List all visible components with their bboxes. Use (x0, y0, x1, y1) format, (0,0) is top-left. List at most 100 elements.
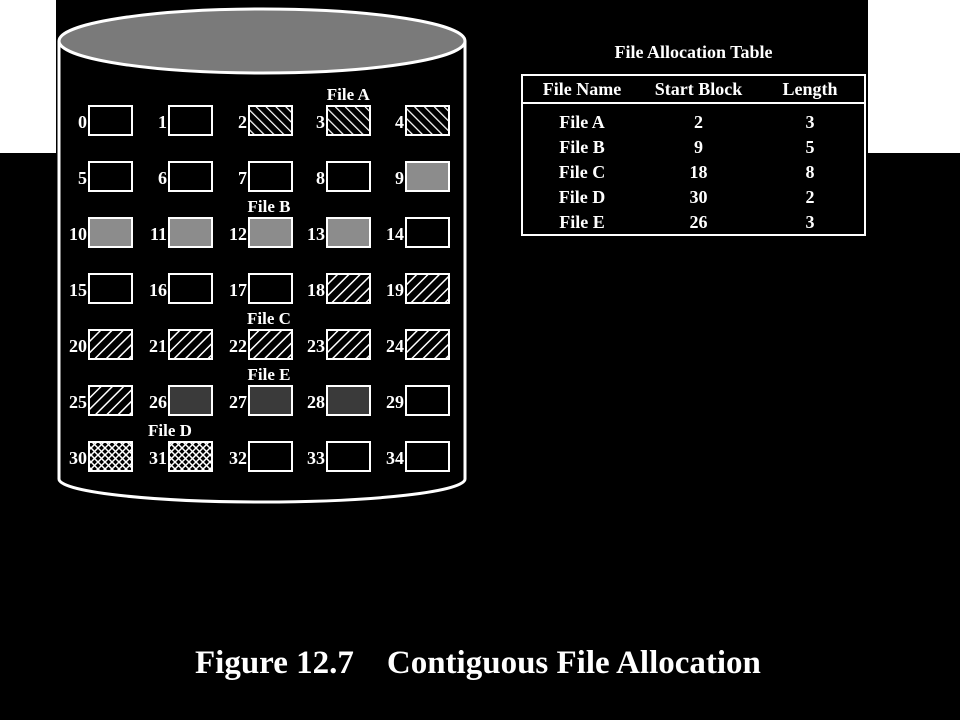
disk-block-number: 20 (69, 336, 87, 356)
fat-cell-start: 26 (689, 212, 708, 232)
fat-header-start: Start Block (654, 78, 743, 99)
fat-header-name: File Name (542, 78, 622, 99)
file-allocation-table: File Name Start Block Length File A 2 3 … (521, 74, 866, 236)
disk-block (168, 385, 213, 416)
disk-block (88, 217, 133, 248)
disk-block (326, 329, 371, 360)
disk-cylinder (57, 7, 467, 504)
disk-block-number: 7 (238, 168, 247, 188)
fat-cell-length: 3 (805, 112, 815, 132)
disk-block (168, 161, 213, 192)
slide-right-strip (868, 0, 960, 153)
disk-block (326, 441, 371, 472)
fat-row: File A 2 3 (523, 110, 864, 135)
fat-cell-name: File A (559, 112, 605, 132)
disk-block-number: 6 (158, 168, 167, 188)
disk-block-number: 13 (307, 224, 325, 244)
file-label: File D (148, 421, 192, 440)
disk-block-number: 2 (238, 112, 247, 132)
disk-block-number: 5 (78, 168, 87, 188)
fat-row: File B 9 5 (523, 135, 864, 160)
disk-block-number: 14 (386, 224, 404, 244)
disk-block-number: 31 (149, 448, 167, 468)
disk-block (248, 329, 293, 360)
file-label: File C (247, 309, 291, 328)
disk-block (248, 273, 293, 304)
disk-block (88, 385, 133, 416)
fat-body: File A 2 3 File B 9 5 File C 18 8 File D… (523, 104, 864, 235)
file-label: File E (248, 365, 291, 384)
fat-cell-length: 8 (805, 162, 815, 182)
fat-cell-name: File C (558, 162, 606, 182)
disk-block (88, 105, 133, 136)
disk-block-number: 21 (149, 336, 167, 356)
disk-block (248, 441, 293, 472)
disk-block-number: 3 (316, 112, 325, 132)
fat-cell-start: 30 (689, 187, 708, 207)
disk-block-number: 24 (386, 336, 404, 356)
disk-block-number: 27 (229, 392, 247, 412)
fat-cell-name: File D (558, 187, 606, 207)
fat-cell-length: 5 (805, 137, 815, 157)
fat-row: File C 18 8 (523, 160, 864, 185)
disk-block-number: 22 (229, 336, 247, 356)
disk-block-number: 19 (386, 280, 404, 300)
disk-block (405, 329, 450, 360)
disk-block-number: 30 (69, 448, 87, 468)
disk-block (326, 105, 371, 136)
fat-cell-start: 2 (694, 112, 703, 132)
disk-block-number: 17 (229, 280, 247, 300)
disk-block-number: 15 (69, 280, 87, 300)
disk-block (326, 273, 371, 304)
disk-block (168, 273, 213, 304)
disk-block-number: 29 (386, 392, 404, 412)
disk-block (326, 385, 371, 416)
disk-block (326, 161, 371, 192)
disk-block (88, 273, 133, 304)
figure-caption: Figure 12.7 Contiguous File Allocation (195, 645, 761, 681)
disk-block-number: 1 (158, 112, 167, 132)
disk-block-number: 34 (386, 448, 404, 468)
slide-left-strip (0, 0, 56, 153)
fat-row: File D 30 2 (523, 185, 864, 210)
disk-block (168, 441, 213, 472)
disk-block (248, 385, 293, 416)
fat-cell-start: 9 (694, 137, 703, 157)
disk-block (248, 105, 293, 136)
fat-cell-length: 2 (805, 187, 815, 207)
disk-block-number: 9 (395, 168, 404, 188)
disk-block (168, 329, 213, 360)
disk-block (405, 273, 450, 304)
disk-block (405, 217, 450, 248)
disk-block-number: 16 (149, 280, 167, 300)
disk-block-number: 23 (307, 336, 325, 356)
fat-cell-name: File E (559, 212, 605, 232)
disk-block-number: 10 (69, 224, 87, 244)
fat-title: File Allocation Table (614, 42, 773, 62)
disk-block (88, 441, 133, 472)
disk-block-number: 12 (229, 224, 247, 244)
fat-cell-start: 18 (689, 162, 708, 182)
disk-block (168, 105, 213, 136)
disk-block-number: 33 (307, 448, 325, 468)
disk-block-number: 11 (150, 224, 167, 244)
disk-block (326, 217, 371, 248)
file-label: File B (248, 197, 291, 216)
fat-header-length: Length (782, 78, 838, 99)
disk-block (248, 217, 293, 248)
disk-block-number: 28 (307, 392, 325, 412)
disk-block-number: 18 (307, 280, 325, 300)
fat-cell-length: 3 (805, 212, 815, 232)
disk-block (405, 441, 450, 472)
disk-block (168, 217, 213, 248)
disk-block-number: 4 (395, 112, 404, 132)
disk-block (88, 329, 133, 360)
disk-block-number: 25 (69, 392, 87, 412)
disk-block (88, 161, 133, 192)
fat-header-row: File Name Start Block Length (523, 76, 864, 104)
fat-row: File E 26 3 (523, 210, 864, 235)
disk-block-number: 32 (229, 448, 247, 468)
